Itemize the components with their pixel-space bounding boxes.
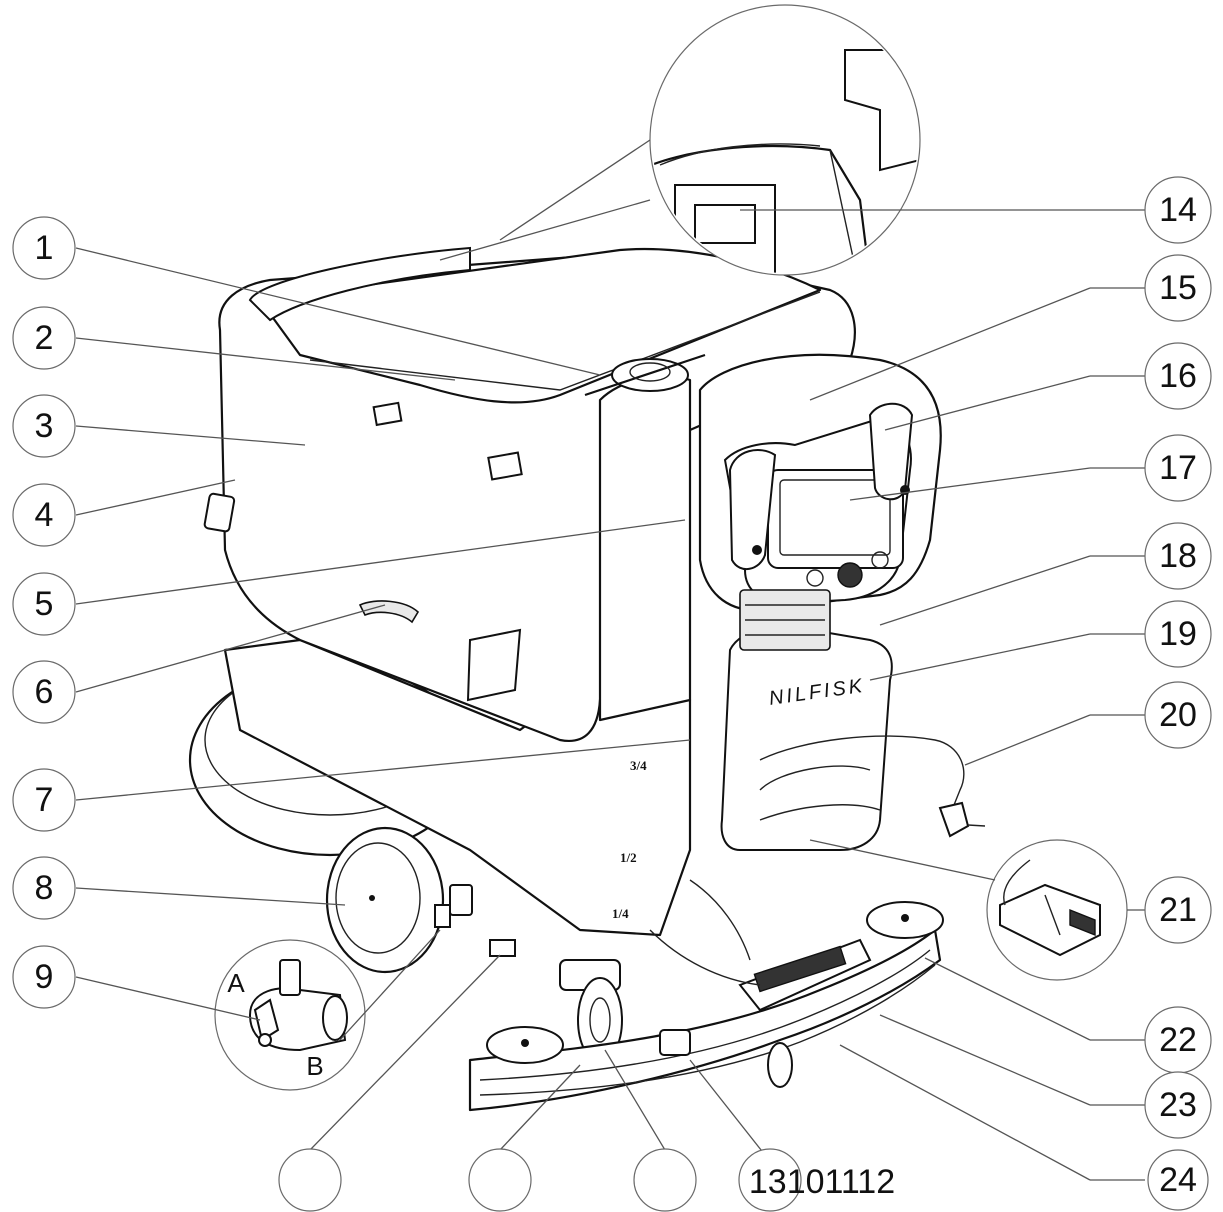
svg-text:3: 3	[35, 407, 54, 445]
valve-label-a: A	[227, 968, 245, 998]
tank-lid	[258, 247, 822, 404]
valve-label-b: B	[306, 1051, 323, 1081]
svg-text:6: 6	[35, 673, 54, 711]
tank-front	[598, 374, 692, 722]
svg-text:24: 24	[1159, 1161, 1197, 1199]
callout-8: 8	[12, 856, 76, 920]
squeegee-disc-right	[866, 901, 944, 939]
callout-18: 18	[1144, 522, 1212, 590]
callout-1: 1	[12, 216, 76, 280]
fill-cap	[584, 353, 706, 397]
machine-illustration: 3/4 1/2 1/4 NILFISK	[188, 246, 986, 1112]
svg-text:23: 23	[1159, 1086, 1197, 1124]
svg-text:1: 1	[35, 229, 54, 267]
callout-16: 16	[1144, 342, 1212, 410]
svg-text:17: 17	[1159, 449, 1197, 487]
svg-text:13101112: 13101112	[749, 1163, 895, 1201]
callout-17: 17	[1144, 434, 1212, 502]
callout-bottom-3	[633, 1148, 697, 1212]
detail-view-charger-plug	[986, 839, 1128, 981]
callout-14: 14	[1144, 176, 1212, 244]
power-cord	[759, 735, 965, 816]
callout-part-number: 13101112	[738, 1148, 895, 1212]
callout-6: 6	[12, 660, 76, 724]
svg-text:20: 20	[1159, 696, 1197, 734]
callout-22: 22	[1144, 1006, 1212, 1074]
callout-19: 19	[1144, 600, 1212, 668]
callout-7: 7	[12, 768, 76, 832]
level-mark-three-quarter: 3/4	[630, 758, 647, 773]
callout-3: 3	[12, 394, 76, 458]
callout-2: 2	[12, 306, 76, 370]
svg-text:4: 4	[35, 496, 54, 534]
svg-text:5: 5	[35, 585, 54, 623]
svg-text:9: 9	[35, 958, 54, 996]
callout-9: 9	[12, 945, 76, 1009]
callout-20: 20	[1144, 681, 1212, 749]
side-grip	[358, 600, 420, 624]
svg-text:15: 15	[1159, 269, 1197, 307]
level-mark-quarter: 1/4	[612, 906, 629, 921]
rear-wheel	[325, 826, 445, 974]
detail-view-drain-valve: A B	[214, 939, 366, 1091]
control-knob	[837, 562, 863, 588]
leader-lines	[75, 139, 1145, 1181]
svg-text:8: 8	[35, 869, 54, 907]
callout-4: 4	[12, 483, 76, 547]
svg-text:18: 18	[1159, 537, 1197, 575]
callout-23: 23	[1144, 1071, 1212, 1139]
callout-21: 21	[1144, 876, 1212, 944]
svg-text:21: 21	[1159, 891, 1197, 929]
callout-5: 5	[12, 572, 76, 636]
squeegee-disc-left	[486, 1026, 564, 1064]
svg-text:2: 2	[35, 319, 54, 357]
callout-bottom-2	[468, 1148, 532, 1212]
svg-text:19: 19	[1159, 615, 1197, 653]
svg-text:7: 7	[35, 781, 54, 819]
callout-bottom-1	[278, 1148, 342, 1212]
svg-text:22: 22	[1159, 1021, 1197, 1059]
sight-window	[466, 628, 522, 702]
svg-text:16: 16	[1159, 357, 1197, 395]
callout-15: 15	[1144, 254, 1212, 322]
front-castor	[559, 959, 623, 1063]
callout-24: 24	[1147, 1149, 1209, 1211]
level-mark-half: 1/2	[620, 850, 637, 865]
svg-text:14: 14	[1159, 191, 1197, 229]
charger-housing	[720, 626, 893, 851]
